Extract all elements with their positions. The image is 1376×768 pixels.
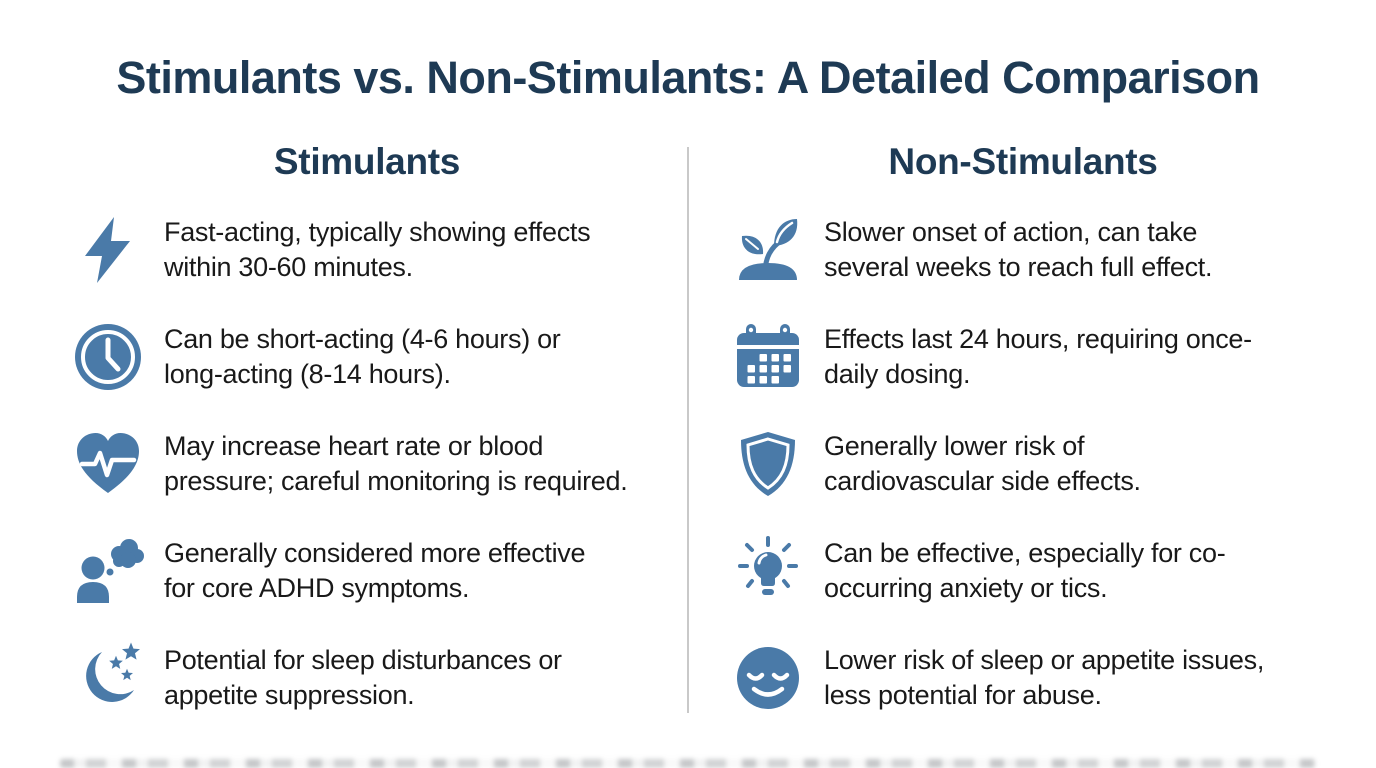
item-text: Lower risk of sleep or appetite issues, … bbox=[824, 645, 1265, 711]
clock-icon bbox=[72, 321, 144, 393]
person-thought-icon bbox=[72, 535, 144, 607]
item-text: Effects last 24 hours, requiring once- d… bbox=[824, 324, 1252, 390]
item-text: Generally lower risk of cardiovascular s… bbox=[824, 431, 1141, 497]
comparison-item: Generally lower risk of cardiovascular s… bbox=[732, 428, 1314, 500]
calendar-icon bbox=[732, 321, 804, 393]
shield-icon bbox=[732, 428, 804, 500]
item-text: Can be effective, especially for co- occ… bbox=[824, 538, 1226, 604]
column-divider bbox=[687, 147, 689, 713]
comparison-item: May increase heart rate or blood pressur… bbox=[72, 428, 662, 500]
lightbulb-icon bbox=[732, 535, 804, 607]
column-stimulants: Stimulants Fast-acting, typically showin… bbox=[0, 140, 688, 768]
item-text: Slower onset of action, can take several… bbox=[824, 217, 1213, 283]
comparison-item: Potential for sleep disturbances or appe… bbox=[72, 642, 662, 714]
item-text: Generally considered more effective for … bbox=[164, 538, 586, 604]
comparison-item: Generally considered more effective for … bbox=[72, 535, 662, 607]
columns-container: Stimulants Fast-acting, typically showin… bbox=[0, 140, 1376, 768]
comparison-item: Can be short-acting (4-6 hours) or long-… bbox=[72, 321, 662, 393]
lightning-bolt-icon bbox=[72, 214, 144, 286]
comparison-item: Lower risk of sleep or appetite issues, … bbox=[732, 642, 1314, 714]
cropped-bottom-artifact bbox=[60, 759, 1316, 768]
moon-stars-icon bbox=[72, 642, 144, 714]
item-text: Can be short-acting (4-6 hours) or long-… bbox=[164, 324, 561, 390]
calm-face-icon bbox=[732, 642, 804, 714]
seedling-icon bbox=[732, 214, 804, 286]
page-title: Stimulants vs. Non-Stimulants: A Detaile… bbox=[116, 52, 1260, 103]
item-text: May increase heart rate or blood pressur… bbox=[164, 431, 628, 497]
non-stimulants-list: Slower onset of action, can take several… bbox=[732, 214, 1314, 714]
stimulants-list: Fast-acting, typically showing effects w… bbox=[72, 214, 662, 714]
column-header-stimulants: Stimulants bbox=[273, 141, 461, 182]
column-non-stimulants: Non-Stimulants Slower onset of action, c… bbox=[688, 140, 1376, 768]
comparison-item: Slower onset of action, can take several… bbox=[732, 214, 1314, 286]
comparison-item: Effects last 24 hours, requiring once- d… bbox=[732, 321, 1314, 393]
comparison-item: Can be effective, especially for co- occ… bbox=[732, 535, 1314, 607]
item-text: Potential for sleep disturbances or appe… bbox=[164, 645, 562, 711]
heart-pulse-icon bbox=[72, 428, 144, 500]
column-header-non-stimulants: Non-Stimulants bbox=[888, 141, 1158, 182]
item-text: Fast-acting, typically showing effects w… bbox=[164, 217, 591, 283]
comparison-item: Fast-acting, typically showing effects w… bbox=[72, 214, 662, 286]
